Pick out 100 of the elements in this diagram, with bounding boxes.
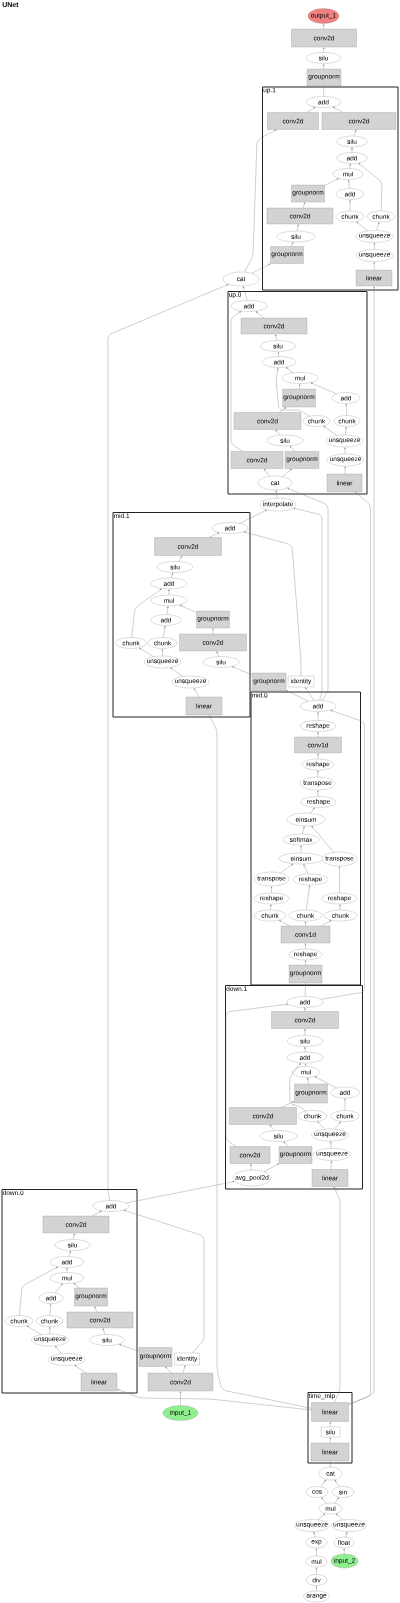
arrow [318,1513,325,1520]
arrow [55,1346,62,1354]
arrow [276,367,310,417]
arrow [373,261,376,271]
arrow [349,163,351,169]
arrow [334,1121,341,1130]
arrow [286,690,309,702]
arrow [304,1063,307,1067]
arrow [356,221,368,231]
arrow [306,885,311,911]
arrow [338,866,341,894]
arrow [329,1437,332,1444]
arrow [320,1479,326,1487]
arrow [302,826,305,835]
arrow [321,1497,327,1504]
arrow [216,651,219,657]
arrow [263,468,270,477]
arrow [73,1283,80,1289]
arrow [323,86,325,97]
arrow [279,407,287,413]
arrow [49,1303,52,1316]
arrow [232,666,253,676]
arrow [193,688,200,698]
arrow [298,383,301,390]
arrow [303,864,309,875]
arrow [324,178,339,186]
arrow [330,1141,332,1149]
arrow [306,107,316,113]
arrow [348,179,350,189]
arrow [313,1531,316,1538]
arrow [304,960,307,966]
arrow [353,129,357,137]
arrow [239,509,267,524]
arrow [289,446,295,452]
arrow [291,242,294,247]
arrow [126,1181,235,1204]
arrow [322,63,325,70]
arrow [230,311,244,452]
arrow [107,284,229,1201]
arrow [163,625,166,638]
arrow [283,1141,288,1147]
arrow [92,1210,102,1217]
arrow [296,224,299,232]
arrow [358,163,383,212]
arrow [304,983,307,997]
arrow [345,1531,348,1538]
arrow [255,311,264,319]
arrow [315,1548,318,1557]
arrow [161,648,164,657]
arrow [208,532,220,538]
arrow [345,426,347,436]
arrow [131,588,162,638]
arrow [330,1160,333,1170]
arrow [55,1283,63,1293]
arrow [304,921,307,927]
arrow [48,1326,51,1335]
arrow [323,426,337,436]
arrow [182,1365,186,1374]
arrow [166,606,169,615]
arrow [102,1328,106,1335]
arrow [348,492,371,1405]
arrow [311,826,334,853]
arrow [270,904,272,911]
arrow [310,382,337,395]
arrow [280,863,294,873]
arrow [242,286,248,301]
arrow [225,1003,288,1147]
arrow [289,1063,306,1112]
arrow [376,222,380,231]
arrow [251,263,271,274]
arrow [270,886,273,894]
arrow [178,555,183,562]
arrow [179,605,197,613]
arrow [317,770,319,778]
arrow [263,1163,279,1172]
arrow [170,572,173,579]
arrow [275,334,278,341]
arrow [315,1567,318,1575]
arrow [165,1366,172,1374]
arrow [333,1186,341,1403]
arrow [314,1076,337,1089]
arrow [323,23,325,30]
arrow [336,1513,343,1520]
arrow [179,1391,182,1406]
arrow [310,807,315,814]
arrow [293,507,323,701]
arrow [332,106,343,113]
arrow [315,1585,318,1592]
arrow [317,1121,325,1130]
arrow [348,286,375,1405]
arrow [320,710,365,1000]
arrow [19,1266,58,1316]
arrow [305,687,315,701]
arrow [26,1325,42,1335]
arrow [279,920,290,927]
arrow [321,920,332,927]
arrow [343,1548,345,1555]
arrow [282,468,292,477]
arrow [170,667,183,677]
arrow [139,647,154,657]
